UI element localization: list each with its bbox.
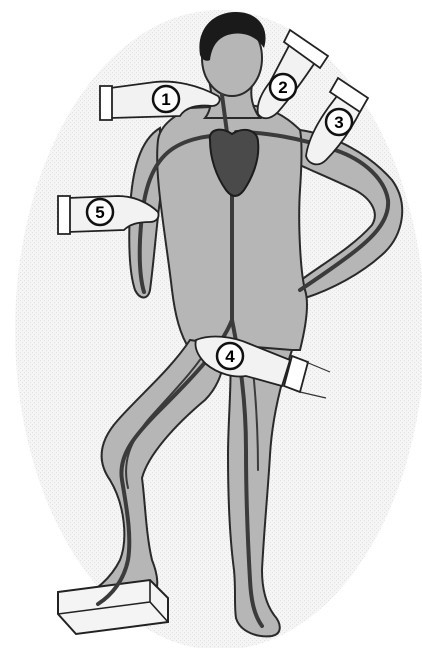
marker-label: 5 — [95, 203, 104, 222]
marker-5: 5 — [87, 199, 113, 225]
marker-label: 1 — [161, 90, 170, 109]
marker-label: 3 — [334, 113, 343, 132]
marker-3: 3 — [326, 109, 352, 135]
cuff-neck — [100, 86, 112, 120]
marker-label: 2 — [278, 78, 287, 97]
marker-1: 1 — [153, 86, 179, 112]
marker-2: 2 — [270, 74, 296, 100]
cuff-upper-arm — [58, 196, 70, 234]
marker-4: 4 — [217, 343, 243, 369]
marker-label: 4 — [225, 347, 235, 366]
